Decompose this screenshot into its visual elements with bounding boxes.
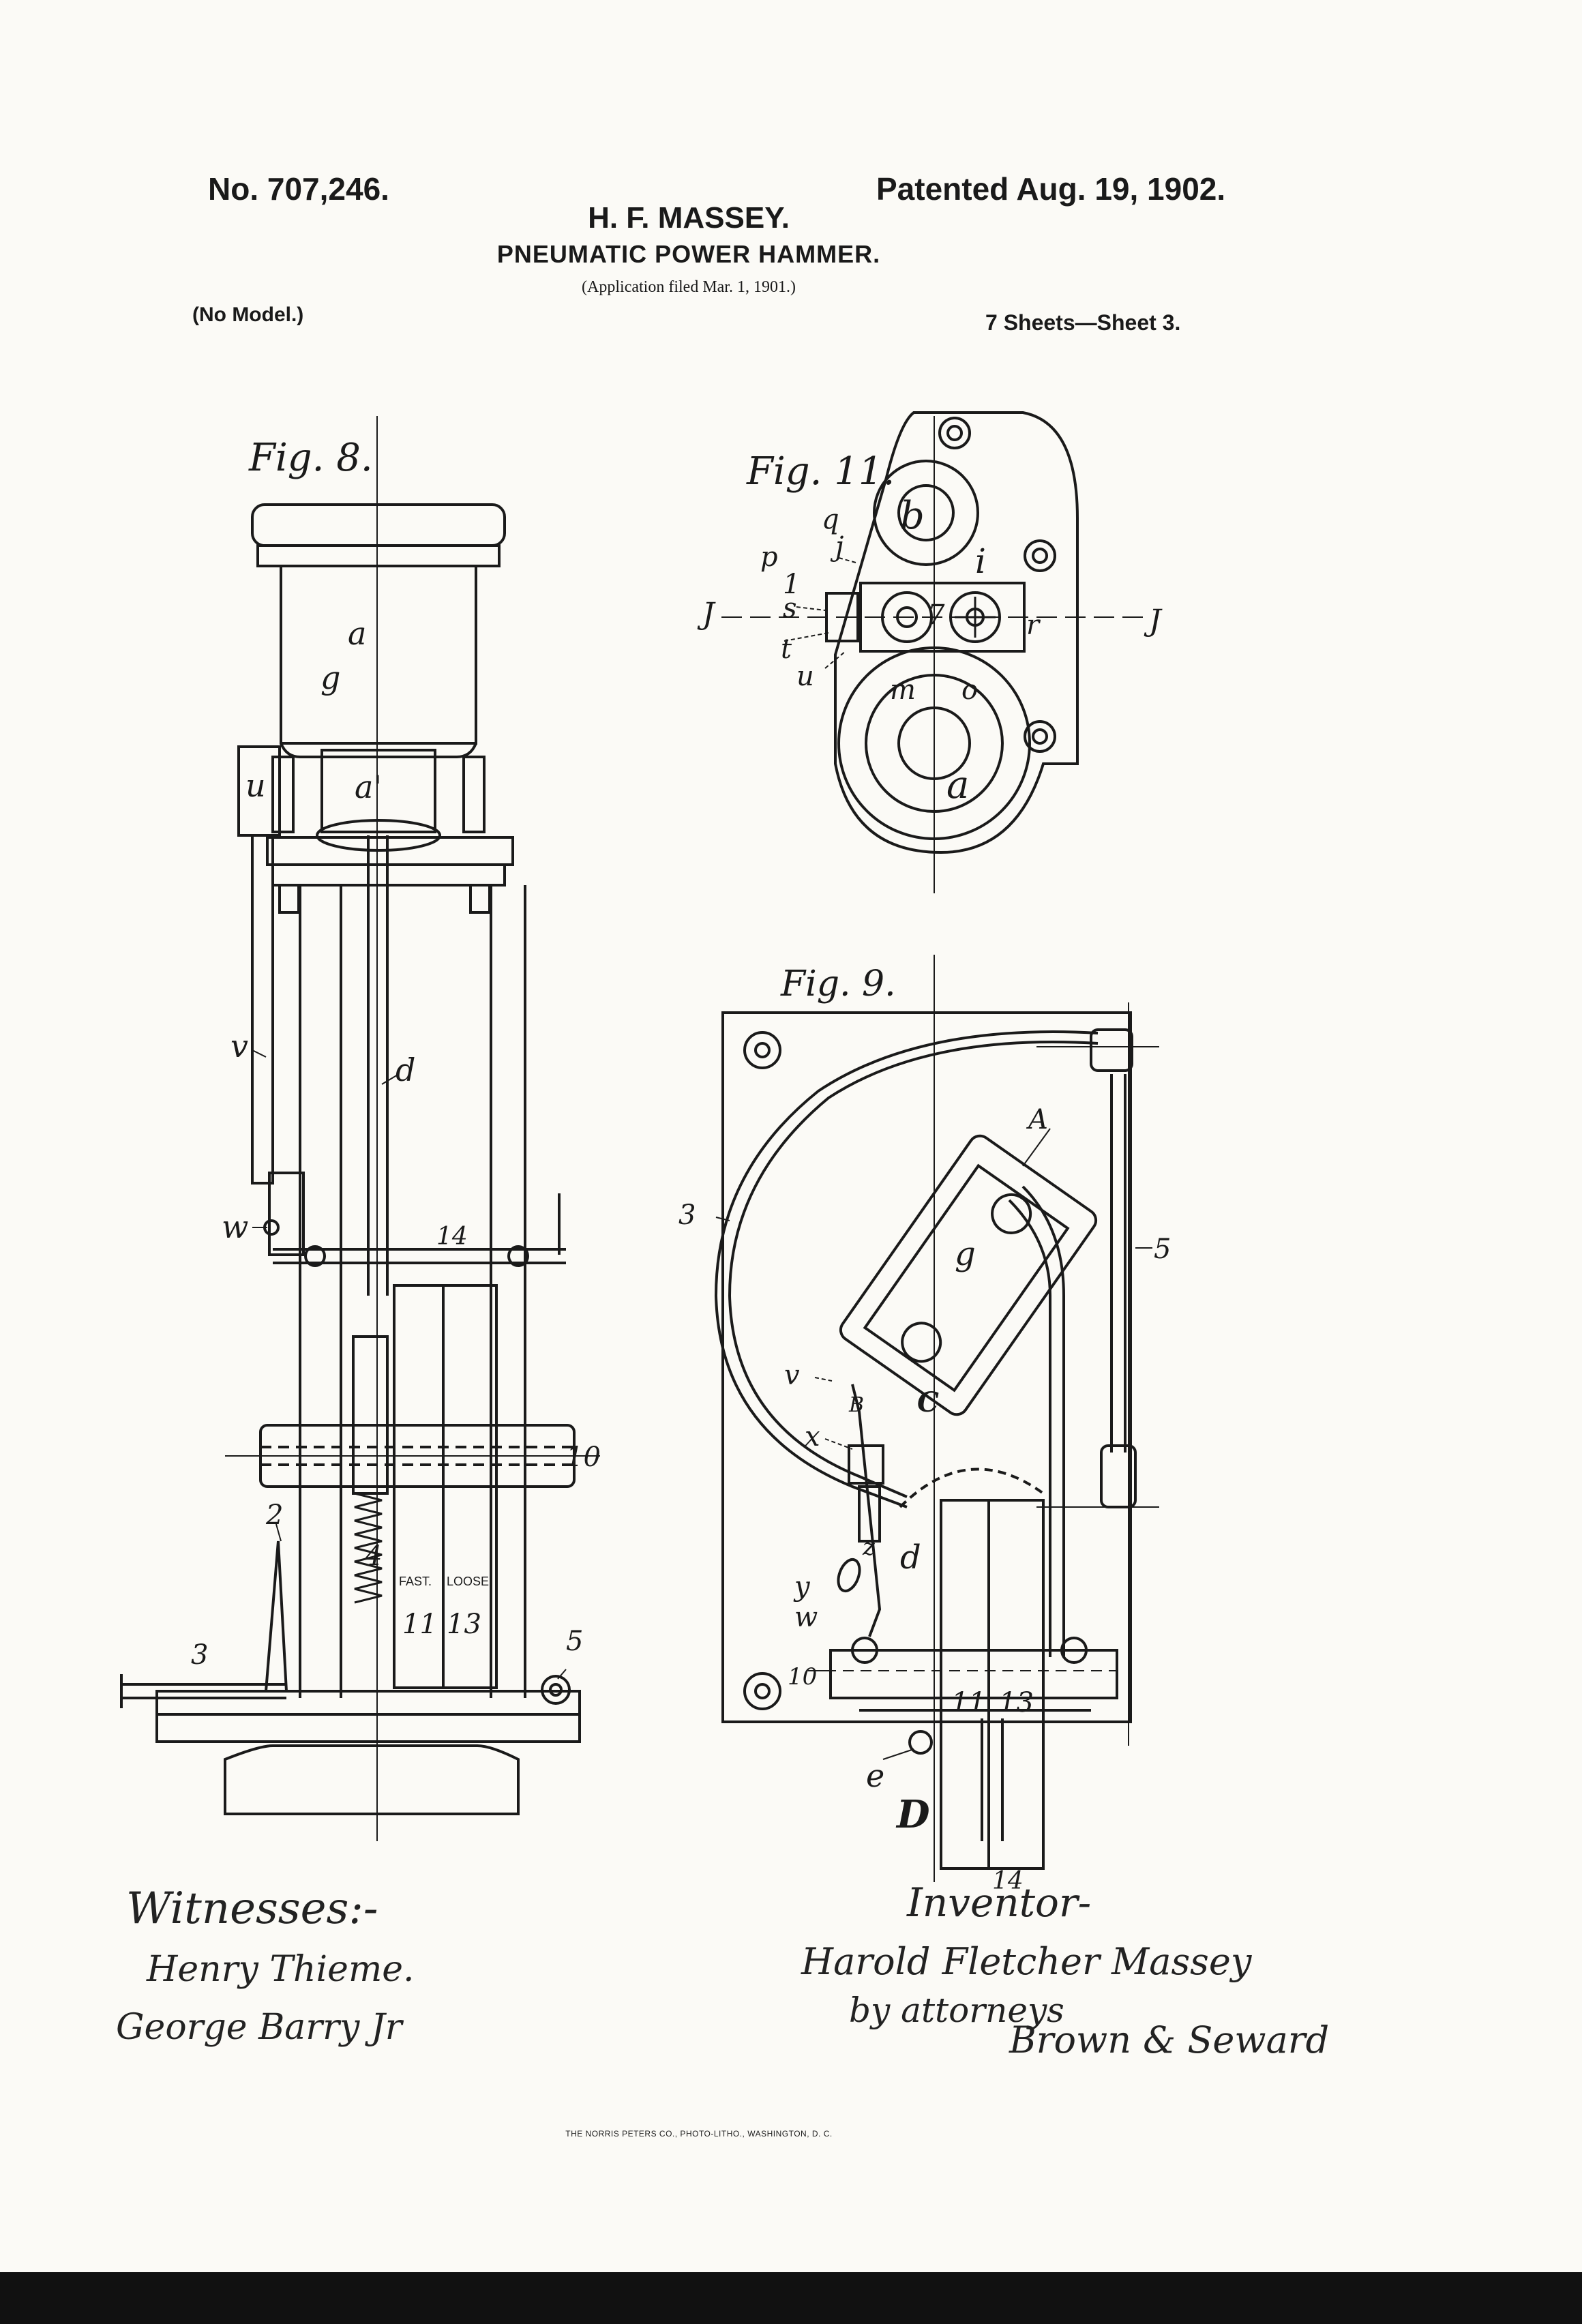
fig8-label-11: 11	[402, 1609, 437, 1640]
fig11-label-b: b	[900, 494, 925, 538]
fig9-label-x: x	[805, 1421, 820, 1452]
fig8-label-2: 2	[265, 1500, 283, 1531]
fig11-label-s: s	[783, 593, 797, 624]
fig11-label-a: a	[946, 763, 969, 807]
fig11-label-J-left: J	[697, 597, 716, 631]
fig8-label-loose: LOOSE	[447, 1575, 489, 1588]
attorney-signature: Brown & Seward	[1009, 2018, 1329, 2061]
fig8-label-13: 13	[447, 1609, 481, 1640]
fig8-label-3: 3	[191, 1639, 208, 1671]
fig8-label-a1: a'	[355, 769, 382, 805]
fig9-label-B: B	[848, 1393, 864, 1417]
fig11-label-j: j	[830, 531, 844, 563]
fig9-label-y: y	[793, 1571, 811, 1603]
fig9-label-v: v	[784, 1360, 800, 1391]
fig9-label-5: 5	[1154, 1234, 1171, 1265]
fig8-label-g: g	[320, 659, 340, 696]
fig9-label-C: C	[917, 1386, 939, 1418]
fig11-label-7: 7	[927, 599, 945, 631]
fig11-label-m: m	[890, 674, 916, 706]
fig9-label-A: A	[1026, 1104, 1048, 1135]
scan-edge-bar	[0, 2272, 1582, 2324]
fig11-label-t: t	[781, 634, 792, 665]
fig8-title: Fig. 8.	[248, 436, 373, 480]
witness-1-signature: Henry Thieme.	[146, 1949, 415, 1990]
fig8-label-u: u	[245, 767, 266, 804]
fig8-label-w: w	[222, 1208, 248, 1245]
fig9-label-w: w	[794, 1602, 818, 1633]
fig8-label-14: 14	[436, 1223, 468, 1251]
fig8-label-5: 5	[566, 1626, 583, 1657]
fig8-label-d: d	[395, 1052, 415, 1088]
fig11-title: Fig. 11.	[746, 449, 895, 494]
fig8-label-a: a	[348, 615, 366, 652]
fig11-label-r: r	[1026, 610, 1041, 641]
fig9-label-d: d	[900, 1538, 921, 1577]
witness-2-signature: George Barry Jr	[116, 2007, 404, 2048]
fig9-label-3: 3	[678, 1200, 696, 1231]
witnesses-heading: Witnesses:-	[126, 1883, 378, 1934]
fig11-label-J-right: J	[1144, 604, 1163, 638]
fig11-label-o: o	[961, 674, 978, 706]
fig8-label-v: v	[230, 1028, 248, 1064]
fig9-label-e: e	[866, 1757, 884, 1794]
fig9-label-13: 13	[999, 1687, 1034, 1718]
fig9-label-z: z	[862, 1534, 876, 1561]
fig11-label-u: u	[796, 661, 814, 692]
fig11-label-i: i	[975, 541, 986, 581]
inventor-heading: Inventor-	[906, 1879, 1091, 1926]
fig9-label-10: 10	[788, 1663, 817, 1690]
fig8-label-10: 10	[566, 1442, 601, 1473]
printer-credit: THE NORRIS PETERS CO., PHOTO-LITHO., WAS…	[0, 2129, 1398, 2139]
fig8-label-fast: FAST.	[399, 1575, 432, 1588]
fig11-label-p: p	[760, 541, 778, 573]
inventor-signature: Harold Fletcher Massey	[801, 1940, 1253, 1983]
fig9-title: Fig. 9.	[780, 964, 896, 1004]
fig9-label-D: D	[895, 1792, 930, 1837]
figure-9-drawing	[716, 955, 1159, 1882]
fig9-label-g: g	[955, 1235, 976, 1273]
fig9-label-11: 11	[951, 1687, 986, 1718]
fig8-label-4: 4	[364, 1540, 382, 1572]
